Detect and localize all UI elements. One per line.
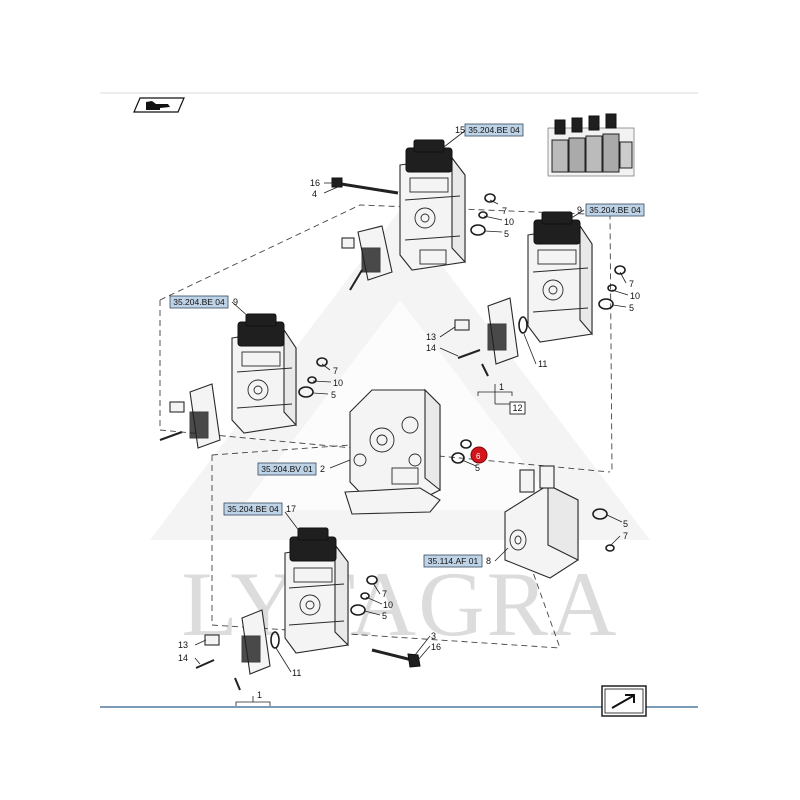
right-valve-module[interactable] xyxy=(527,211,593,343)
highlighted-part-marker[interactable] xyxy=(470,446,488,464)
callout-bottom-group: 1 xyxy=(257,690,262,700)
callout-right-group: 1 xyxy=(499,382,504,392)
top-valve-module[interactable] xyxy=(399,139,466,271)
svg-text:35.204.BV 01: 35.204.BV 01 xyxy=(261,464,313,474)
callout-left-oring-c: 5 xyxy=(331,390,336,400)
center-o-rings[interactable] xyxy=(451,439,472,464)
hand-pointer-icon[interactable] xyxy=(133,97,185,113)
group-bracket-bottom xyxy=(235,696,271,706)
callout-right-screw: 13 xyxy=(426,332,436,342)
left-bracket[interactable] xyxy=(159,383,221,449)
svg-text:12: 12 xyxy=(512,403,522,413)
svg-text:35.204.BE 04: 35.204.BE 04 xyxy=(589,205,641,215)
ref-left-module[interactable]: 35.204.BE 04 xyxy=(169,295,229,309)
callout-bottom-pin: 14 xyxy=(178,653,188,663)
assembly-thumbnail xyxy=(547,113,635,177)
group-bracket-right xyxy=(477,384,513,405)
callout-right-oring-b: 10 xyxy=(630,291,640,301)
svg-text:35.204.BE 04: 35.204.BE 04 xyxy=(468,125,520,135)
assembly-callout-box[interactable]: 12 xyxy=(509,401,526,415)
callout-bottom-gasket: 11 xyxy=(292,668,301,678)
callout-bottom-oring-a: 7 xyxy=(382,589,387,599)
svg-text:35.114.AF 01: 35.114.AF 01 xyxy=(428,556,479,566)
callout-top-module: 15 xyxy=(455,125,465,135)
bottom-valve-module[interactable] xyxy=(284,527,349,654)
callout-top-oring-b: 10 xyxy=(504,217,514,227)
top-o-rings[interactable] xyxy=(470,193,496,236)
arrow-navigate-icon[interactable] xyxy=(601,685,647,717)
callout-right-oring-a: 7 xyxy=(629,279,634,289)
callout-top-oring-c: 5 xyxy=(504,229,509,239)
callout-bottom-oring-c: 5 xyxy=(382,611,387,621)
callout-bottom-stud: 3 xyxy=(431,631,436,641)
callout-left-oring-b: 10 xyxy=(333,378,343,388)
callout-left-module: 9 xyxy=(233,297,238,307)
left-o-rings[interactable] xyxy=(298,357,328,398)
callout-right-gasket: 11 xyxy=(538,359,547,369)
leader-lines xyxy=(194,129,629,673)
svg-text:35.204.BE 04: 35.204.BE 04 xyxy=(173,297,225,307)
callout-end-oring-b: 7 xyxy=(623,531,628,541)
callout-center-body: 2 xyxy=(320,464,325,474)
callout-left-oring-a: 7 xyxy=(333,366,338,376)
ref-bottom-module[interactable]: 35.204.BE 04 xyxy=(223,502,283,516)
svg-text:35.204.BE 04: 35.204.BE 04 xyxy=(227,504,279,514)
right-bracket[interactable] xyxy=(454,297,519,377)
ref-end-cover[interactable]: 35.114.AF 01 xyxy=(423,554,483,568)
bottom-o-rings[interactable] xyxy=(350,575,378,616)
ref-right-module[interactable]: 35.204.BE 04 xyxy=(585,203,645,217)
callout-end-cover: 8 xyxy=(486,556,491,566)
callout-labels: 15 16 4 7 10 5 9 7 10 5 13 14 11 1 9 7 1… xyxy=(178,125,640,700)
callout-bottom-nut: 16 xyxy=(431,642,441,652)
top-stud[interactable] xyxy=(331,177,399,195)
callout-right-oring-c: 5 xyxy=(629,303,634,313)
bottom-stud[interactable] xyxy=(371,648,421,668)
callout-center-highlighted: 6 xyxy=(476,452,481,461)
callout-right-module: 9 xyxy=(577,205,582,215)
callout-bottom-module: 17 xyxy=(286,504,296,514)
right-o-rings[interactable] xyxy=(518,265,626,334)
callout-end-oring-a: 5 xyxy=(623,519,628,529)
center-valve-body[interactable] xyxy=(344,388,441,515)
callout-top-bolt: 16 xyxy=(310,178,320,188)
bottom-bracket[interactable] xyxy=(195,609,280,691)
callout-center-oring: 5 xyxy=(475,463,480,473)
end-cover[interactable] xyxy=(504,465,579,579)
ref-top-module[interactable]: 35.204.BE 04 xyxy=(464,123,524,137)
callout-top-stud: 4 xyxy=(312,189,317,199)
callout-bottom-oring-b: 10 xyxy=(383,600,393,610)
callout-top-oring-a: 7 xyxy=(502,206,507,216)
callout-right-pin: 14 xyxy=(426,343,436,353)
end-cover-o-rings[interactable] xyxy=(592,508,615,552)
left-valve-module[interactable] xyxy=(231,313,297,434)
ref-center-body[interactable]: 35.204.BV 01 xyxy=(257,462,317,476)
top-left-bracket[interactable] xyxy=(341,225,393,291)
callout-bottom-screw: 13 xyxy=(178,640,188,650)
